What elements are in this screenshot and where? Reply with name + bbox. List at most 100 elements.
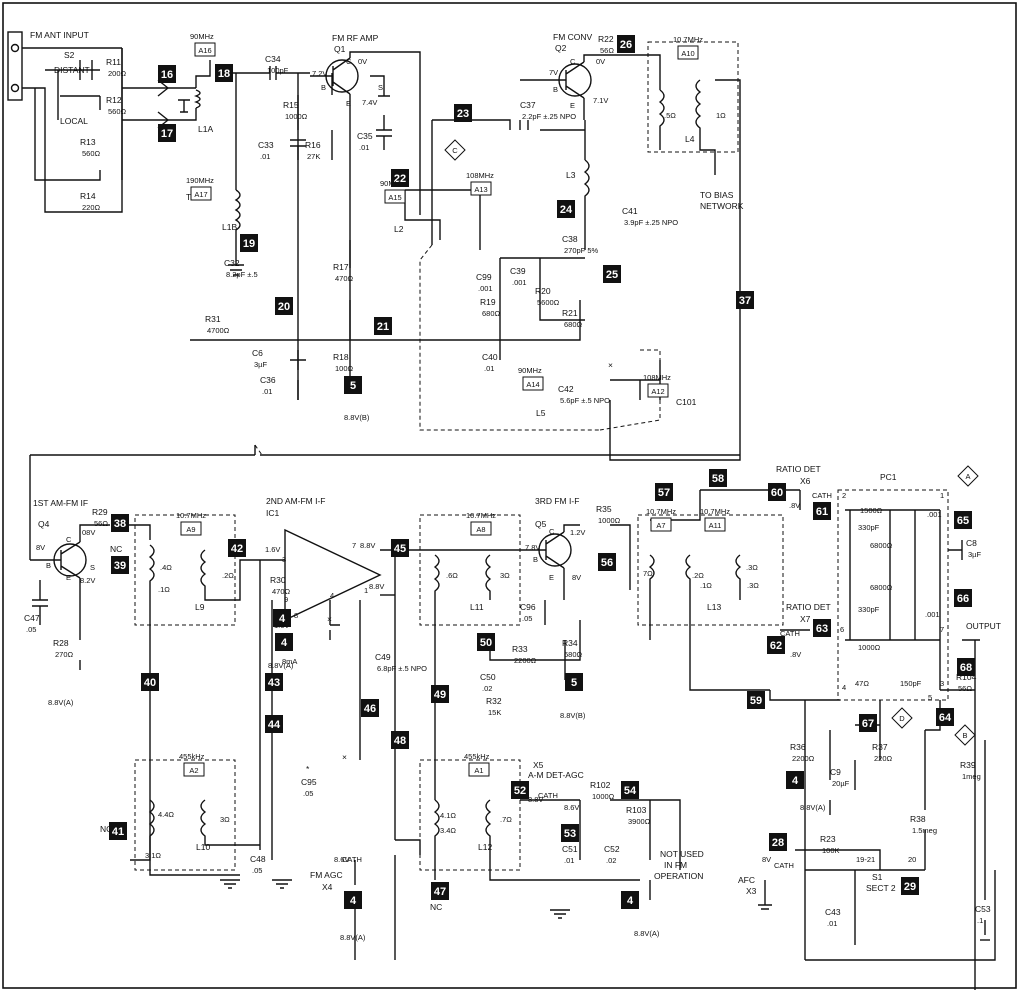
test-point-28: 28	[769, 833, 787, 851]
test-point-54: 54	[621, 781, 639, 799]
transistor-pin-letter: E	[66, 573, 71, 582]
component-value: .01	[260, 152, 270, 161]
alignment-frequency: 90MHz	[518, 366, 542, 375]
component-ref: R102	[590, 780, 611, 790]
cathode-label: CATH	[780, 629, 800, 638]
alignment-point-label: A13	[474, 185, 487, 194]
test-point-20: 20	[275, 297, 293, 315]
component-value: .05	[303, 789, 313, 798]
q5-label: Q5	[535, 519, 547, 529]
transistor-pin-letter: B	[553, 85, 558, 94]
alignment-point-label: A17	[194, 190, 207, 199]
test-point-42: 42	[228, 539, 246, 557]
pc1-pin: 1	[940, 491, 944, 500]
component-ref: C41	[622, 206, 638, 216]
cathode-label: CATH	[342, 855, 362, 864]
voltage-x5-in: 8.8V	[528, 795, 543, 804]
component-ref: R22	[598, 34, 614, 44]
test-point-label: 42	[231, 543, 243, 555]
test-point-label: 44	[268, 719, 281, 731]
test-point-label: 29	[904, 881, 916, 893]
test-point-label: 38	[114, 518, 126, 530]
test-point-label: 68	[960, 662, 972, 674]
l4-shield	[647, 41, 739, 153]
component-value: 2200Ω	[792, 754, 815, 763]
voltage-q5-c: 1.2V	[570, 528, 585, 537]
test-point-label: 66	[957, 593, 969, 605]
test-point-label: 49	[434, 689, 446, 701]
component-ref: R33	[512, 644, 528, 654]
component-ref: C40	[482, 352, 498, 362]
component-ref: C43	[825, 907, 841, 917]
component-value: 100K	[822, 846, 840, 855]
component-c39: C39.001	[510, 266, 527, 287]
component-l5: L5	[536, 408, 546, 418]
transistor-pin-letter: C	[66, 535, 72, 544]
component-c52: C52.02	[604, 844, 620, 865]
component-c47: C47.05	[24, 613, 40, 634]
component-ref: R28	[53, 638, 69, 648]
component-l12: L12	[478, 842, 492, 852]
voltage-supply-a-5: 8.8V(A)	[800, 803, 826, 812]
component-ref: R31	[205, 314, 221, 324]
alignment-point-label: A9	[186, 525, 195, 534]
test-point-label: 50	[480, 637, 492, 649]
voltage-labels: 0V7.2V7.4V7V0V7.1V8.8V(B)8.8V(A)8V08V8.2…	[36, 57, 826, 942]
transistor-pin-letter: B	[533, 555, 538, 564]
not-used-label-2: IN FM	[664, 860, 687, 870]
component-value: 3900Ω	[628, 817, 651, 826]
component-ref: R39	[960, 760, 976, 770]
s1-pin: 20	[908, 855, 916, 864]
alignment-point-label: A7	[656, 521, 665, 530]
component-ref: C6	[252, 348, 263, 358]
coil-resistance: 3.4Ω	[440, 826, 456, 835]
test-point-label: 4	[279, 613, 286, 625]
s1-sect-label: SECT 2	[866, 883, 896, 893]
component-ref: L9	[195, 602, 205, 612]
coil-resistance: .2Ω	[222, 571, 234, 580]
component-value: 8.2pF ±.5	[226, 270, 258, 279]
to-bias-label: TO BIAS	[700, 190, 734, 200]
component-ref: R21	[562, 308, 578, 318]
test-point-4: 4	[275, 633, 293, 651]
cross-marker: ×	[327, 614, 332, 624]
pc1-value: 6800Ω	[870, 583, 893, 592]
component-ref: R104	[956, 672, 977, 682]
component-ref: R16	[305, 140, 321, 150]
alignment-frequency: 108MHz	[466, 171, 494, 180]
alignment-frequency: 10.7MHz	[466, 511, 496, 520]
voltage-supply-a-3: 8.8V(A)	[340, 933, 366, 942]
test-point-label: 63	[816, 623, 828, 635]
test-point-label: 64	[939, 712, 952, 724]
voltage-ic-pin1: 8.8V	[369, 582, 384, 591]
component-c43: C43.01	[825, 907, 841, 928]
transistor-pin-letter: C	[549, 527, 555, 536]
component-value: 1000Ω	[592, 792, 615, 801]
test-point-label: 24	[560, 204, 573, 216]
component-ref: L11	[470, 602, 484, 612]
component-ref: C48	[250, 854, 266, 864]
component-value: 1meg	[962, 772, 981, 781]
component-ref: C8	[966, 538, 977, 548]
alignment-frequency: 10.7MHz	[176, 511, 206, 520]
component-labels: R11200ΩR12560ΩR13560ΩR14220ΩL1AL1BC328.2…	[24, 34, 991, 928]
test-point-label: 21	[377, 321, 389, 333]
alignment-frequency: 108MHz	[643, 373, 671, 382]
voltage-supply-a-2: 8.8V(A)	[48, 698, 74, 707]
component-ref: C47	[24, 613, 40, 623]
coil-resistance: .1Ω	[158, 585, 170, 594]
test-point-label: 40	[144, 677, 156, 689]
test-point-40: 40	[141, 673, 159, 691]
test-point-5: 5	[344, 376, 362, 394]
third-if-label: 3RD FM I-F	[535, 496, 579, 506]
component-ref: L1A	[198, 124, 213, 134]
ic-pin: 3	[282, 555, 286, 564]
voltage-q1-b: 7.2V	[312, 69, 327, 78]
